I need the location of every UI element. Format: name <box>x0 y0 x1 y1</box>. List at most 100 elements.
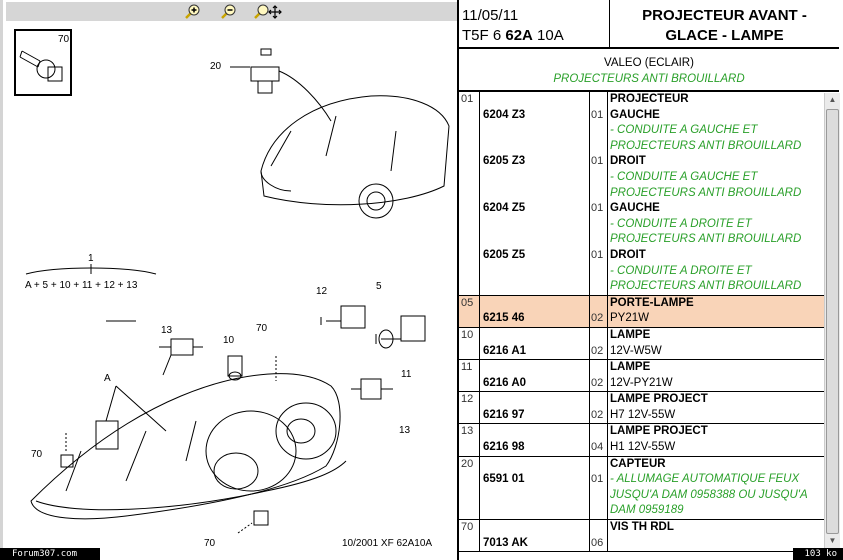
reference-column: 6591 01 <box>480 456 590 520</box>
part-note: - CONDUITE A GAUCHE ET <box>610 170 758 183</box>
zoom-toolbar <box>6 2 458 21</box>
part-reference[interactable]: 6204 Z3 <box>483 108 526 121</box>
item-number: 05 <box>459 295 480 327</box>
part-quantity: 02 <box>591 408 604 421</box>
parts-diagram: 70 20 1 A + 5 + 10 + 11 + 12 + 13 12 5 1… <box>14 29 450 548</box>
quantity-column: 02 <box>590 392 607 423</box>
diagram-reference: 10/2001 XF 62A10A <box>342 538 432 548</box>
part-quantity: 01 <box>591 202 604 215</box>
page-title: PROJECTEUR AVANT - GLACE - LAMPE <box>610 0 839 47</box>
part-reference[interactable]: 6216 98 <box>483 441 525 454</box>
date: 11/05/11 <box>462 7 519 24</box>
part-reference[interactable]: 6215 46 <box>483 312 525 325</box>
part-reference[interactable]: 6216 97 <box>483 408 525 421</box>
item-number: 10 <box>459 327 480 360</box>
part-reference[interactable]: 6205 Z5 <box>483 248 526 261</box>
spacer <box>483 279 589 295</box>
spacer <box>483 424 589 440</box>
spacer <box>483 328 589 344</box>
part-quantity: 01 <box>591 473 604 486</box>
reference-column: 7013 AK <box>480 520 590 552</box>
zoom-out-button[interactable] <box>217 3 241 21</box>
zoom-pan-button[interactable] <box>253 3 283 21</box>
watermark: Forum307.com <box>0 548 100 560</box>
callout-10: 10 <box>223 335 235 346</box>
scrollbar[interactable]: ▲ ▼ <box>824 93 840 548</box>
part-quantity: 04 <box>591 441 604 454</box>
spacer <box>591 424 607 440</box>
spacer <box>591 296 607 312</box>
quantity-column: 02 <box>590 296 607 327</box>
scroll-down-icon[interactable]: ▼ <box>828 536 837 545</box>
parts-table: 01 6204 Z3 6205 Z3 6204 Z5 6205 Z5 01 01… <box>459 92 824 553</box>
title-line1: PROJECTEUR AVANT - <box>642 7 807 24</box>
spacer <box>591 186 607 202</box>
scroll-up-icon[interactable]: ▲ <box>828 95 837 104</box>
part-reference[interactable]: 7013 AK <box>483 536 528 549</box>
part-title: PORTE-LAMPE <box>610 296 694 309</box>
spacer <box>591 457 607 473</box>
zoom-in-icon <box>185 4 200 19</box>
supplier: VALEO (ECLAIR) <box>604 57 694 69</box>
part-quantity: 01 <box>591 108 604 121</box>
part-note: PROJECTEURS ANTI BROUILLARD <box>610 233 802 246</box>
parts-list-panel: 11/05/11 T5F 6 62A 10A PROJECTEUR AVANT … <box>457 0 843 560</box>
file-size: 103 ko <box>793 548 843 560</box>
description-column: PORTE-LAMPE PY21W <box>607 295 824 327</box>
scroll-thumb[interactable] <box>826 109 839 534</box>
part-reference[interactable]: 6591 01 <box>483 473 525 486</box>
spacer <box>483 217 589 233</box>
spacer <box>483 170 589 186</box>
callout-assembly: A + 5 + 10 + 11 + 12 + 13 <box>25 280 138 291</box>
variant: PROJECTEURS ANTI BROUILLARD <box>553 73 745 85</box>
reference-column: 6204 Z3 6205 Z3 6204 Z5 6205 Z5 <box>480 92 590 295</box>
spacer <box>483 520 589 536</box>
spacer <box>483 232 589 248</box>
part-reference[interactable]: 6204 Z5 <box>483 202 526 215</box>
callout-13b: 13 <box>399 425 411 436</box>
code-suffix: 10A <box>532 27 564 44</box>
spacer <box>591 360 607 376</box>
part-quantity: 02 <box>591 376 604 389</box>
part-spec: PY21W <box>610 312 649 325</box>
part-variant: GAUCHE <box>610 202 660 215</box>
diagram-panel: 70 20 1 A + 5 + 10 + 11 + 12 + 13 12 5 1… <box>0 0 458 560</box>
part-title: CAPTEUR <box>610 457 666 470</box>
part-reference[interactable]: 6216 A1 <box>483 344 527 357</box>
part-variant: DROIT <box>610 248 646 261</box>
spacer <box>483 92 589 108</box>
part-reference[interactable]: 6216 A0 <box>483 376 527 389</box>
quantity-column: 04 <box>590 424 607 455</box>
spacer <box>591 170 607 186</box>
item-number: 11 <box>459 360 480 392</box>
spacer <box>483 457 589 473</box>
part-reference[interactable]: 6205 Z3 <box>483 155 526 168</box>
reference-column: 6216 98 <box>480 424 590 456</box>
callout-5: 5 <box>376 281 382 292</box>
part-spec: 12V-PY21W <box>610 376 673 389</box>
part-note: PROJECTEURS ANTI BROUILLARD <box>610 139 802 152</box>
zoom-in-button[interactable] <box>181 3 205 21</box>
spacer <box>591 92 607 108</box>
callout-13: 13 <box>161 325 173 336</box>
part-spec: H7 12V-55W <box>610 408 676 421</box>
zoom-out-icon <box>221 4 236 19</box>
quantity-column: 02 <box>590 328 607 359</box>
reference-column: 6215 46 <box>480 295 590 327</box>
part-note: - CONDUITE A DROITE ET <box>610 217 752 230</box>
code-prefix: T5F 6 <box>462 27 506 44</box>
item-number: 12 <box>459 392 480 424</box>
part-note: PROJECTEURS ANTI BROUILLARD <box>610 186 802 199</box>
zoom-pan-icon <box>254 4 282 19</box>
table-row[interactable]: 01 6204 Z3 6205 Z3 6204 Z5 6205 Z5 01 01… <box>459 92 824 296</box>
callout-1: 1 <box>88 253 94 264</box>
